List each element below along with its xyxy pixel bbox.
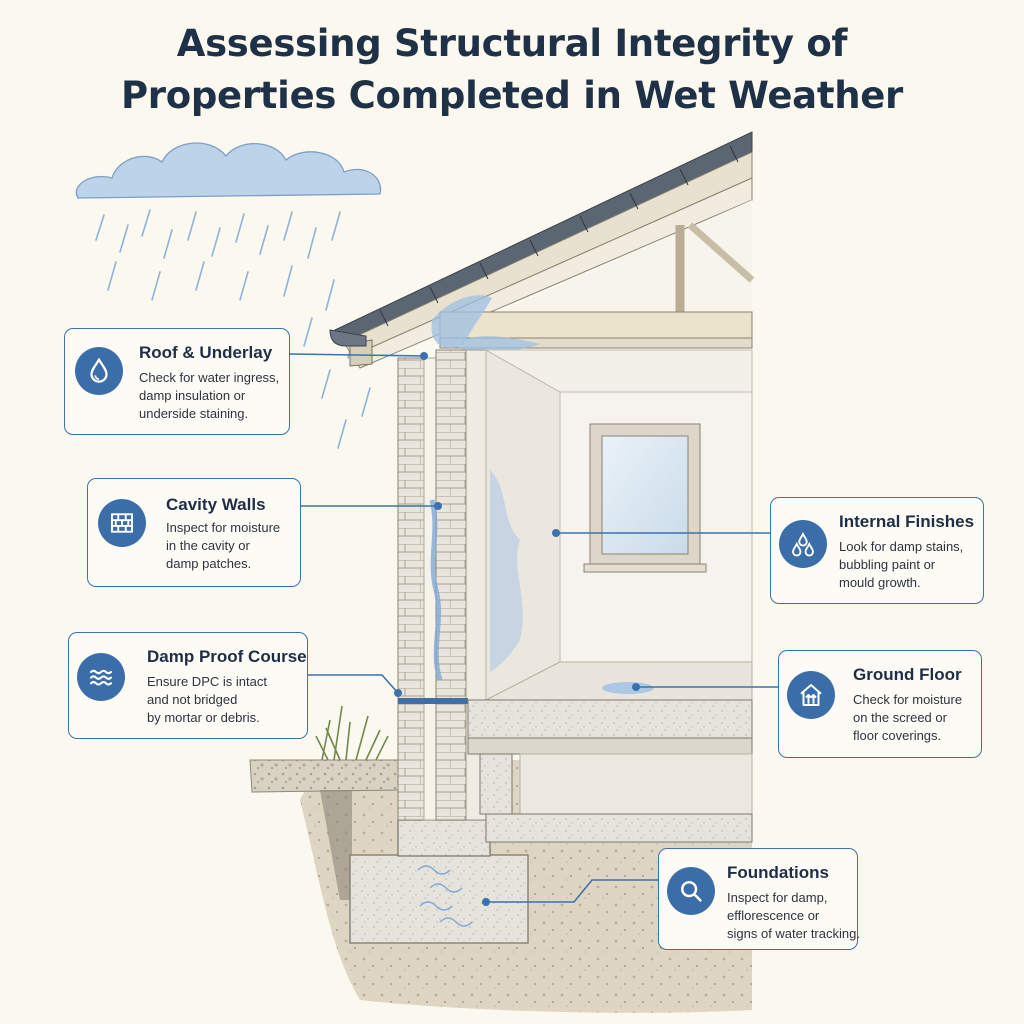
callout-foundations: Foundations Inspect for damp, effloresce…	[658, 848, 860, 950]
callout-text-line: on the screed or	[853, 710, 947, 725]
callout-text-line: Check for moisture	[853, 692, 963, 707]
callout-text-line: damp insulation or	[139, 388, 246, 403]
callout-title: Internal Finishes	[839, 512, 975, 531]
water-drop-icon	[75, 347, 123, 395]
callout-text-line: Ensure DPC is intact	[147, 674, 267, 689]
callout-title: Damp Proof Course	[147, 647, 307, 666]
callout-text-line: damp patches.	[166, 556, 252, 571]
droplets-icon	[779, 520, 827, 568]
callout-text-line: efflorescence or	[727, 908, 820, 923]
leader-lines	[289, 352, 778, 906]
callout-text-line: underside staining.	[139, 406, 249, 421]
title-line-1: Assessing Structural Integrity of	[176, 22, 848, 65]
callout-text-line: and not bridged	[147, 692, 238, 707]
callout-title: Cavity Walls	[166, 495, 266, 514]
callout-cavity-walls: Cavity Walls Inspect for moisture in the…	[87, 478, 301, 587]
rain-cloud-icon	[75, 142, 382, 449]
room-interior	[467, 349, 753, 843]
callout-roof-underlay: Roof & Underlay Check for water ingress,…	[64, 328, 290, 435]
callout-ground-floor: Ground Floor Check for moisture on the s…	[778, 650, 982, 758]
callout-damp-proof-course: Damp Proof Course Ensure DPC is intact a…	[68, 632, 308, 739]
foundation-footing	[349, 819, 529, 944]
waves-icon	[77, 653, 125, 701]
callout-text-line: signs of water tracking.	[727, 926, 860, 941]
callout-text-line: mould growth.	[839, 575, 921, 590]
callout-title: Foundations	[727, 863, 829, 882]
callout-title: Ground Floor	[853, 665, 962, 684]
callout-text-line: in the cavity or	[166, 538, 250, 553]
magnifier-icon	[667, 867, 715, 915]
house-arrows-icon	[787, 671, 835, 719]
title-line-2: Properties Completed in Wet Weather	[120, 74, 903, 117]
page-title: Assessing Structural Integrity of Proper…	[0, 18, 1024, 122]
callout-text-line: by mortar or debris.	[147, 710, 260, 725]
brick-wall-icon	[98, 499, 146, 547]
callout-text-line: Inspect for moisture	[166, 520, 281, 535]
roof-structure	[329, 131, 755, 369]
callout-text-line: Look for damp stains,	[839, 539, 964, 554]
callout-internal-finishes: Internal Finishes Look for damp stains, …	[770, 497, 984, 604]
callout-text-line: bubbling paint or	[839, 557, 936, 572]
callout-text-line: Inspect for damp,	[727, 890, 828, 905]
callout-text-line: Check for water ingress,	[139, 370, 280, 385]
callout-title: Roof & Underlay	[139, 343, 273, 362]
callout-text-line: floor coverings.	[853, 728, 942, 743]
